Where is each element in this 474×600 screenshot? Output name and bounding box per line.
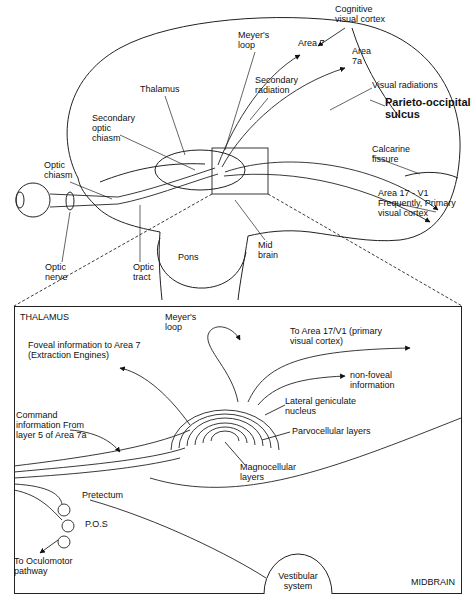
label-text: To Oculomotor pathway [14, 556, 74, 576]
line-art [265, 405, 285, 415]
line-art [165, 96, 185, 155]
line-art [62, 520, 74, 532]
line-art [120, 368, 190, 425]
line-art [203, 427, 247, 443]
line-art [370, 100, 385, 106]
line-art [150, 418, 461, 487]
label-text: To Area 17/V1 (primary visual cortex) [290, 326, 405, 346]
label-text: Secondary radiation [255, 75, 305, 95]
line-art [62, 212, 70, 262]
line-art [225, 442, 245, 465]
line-art [40, 540, 58, 553]
line-art [218, 55, 300, 165]
region-title: THALAMUS [20, 312, 69, 322]
line-art [14, 458, 180, 478]
line-art [330, 88, 372, 110]
label-text: Lateral geniculate nucleus [285, 396, 365, 416]
structure-dome: Vestibular system [263, 553, 333, 595]
brain-outline [67, 18, 460, 300]
line-art [248, 348, 410, 402]
line-art [405, 172, 458, 178]
line-art [120, 135, 195, 170]
line-art [70, 182, 112, 199]
line-art [16, 183, 50, 217]
label-text: Area 17 - V1 Frequently, Primary visual … [378, 188, 470, 218]
line-art [238, 236, 248, 300]
label-text: Meyer's loop [165, 312, 205, 332]
label-text: Magnocellular layers [240, 462, 300, 482]
line-art [50, 204, 118, 207]
label-text: Area 7a [352, 46, 374, 66]
label-text: Parieto-occipital sulcus [385, 96, 473, 120]
label-text: Secondary optic chiasm [92, 113, 137, 143]
line-art [14, 484, 62, 504]
zoom-indicator [14, 148, 462, 306]
structure-name: Vestibular system [263, 571, 333, 591]
region-title: MIDBRAIN [411, 577, 455, 587]
line-art [211, 431, 239, 441]
label-text: Parvocellular layers [292, 426, 382, 436]
line-art [208, 327, 240, 402]
label-text: Foveal information to Area 7 (Extraction… [28, 340, 158, 360]
line-art [16, 192, 24, 208]
label-text: Command information From layer 5 of Area… [16, 410, 94, 440]
label-text: Optic nerve [45, 262, 80, 282]
line-art [262, 432, 290, 440]
label-text: Area 7 [298, 38, 338, 48]
line-art [225, 52, 255, 150]
line-art [100, 164, 205, 182]
label-text: Thalamus [140, 84, 190, 94]
line-art [250, 98, 268, 120]
line-art [157, 238, 246, 288]
label-text: Optic tract [133, 262, 168, 282]
line-art [222, 68, 345, 167]
line-art [90, 500, 266, 578]
line-art [171, 410, 279, 450]
label-text: Pretectum [82, 490, 142, 500]
dome-outline [264, 554, 332, 594]
label-text: Mid brain [258, 240, 286, 260]
label-text: P.O.S [85, 519, 125, 529]
line-art [58, 536, 70, 548]
eye [16, 183, 74, 217]
label-text: Meyer's loop [238, 30, 278, 50]
line-art [179, 414, 271, 448]
line-art [212, 148, 268, 194]
line-art [14, 194, 212, 306]
line-art [235, 200, 265, 240]
line-art [187, 418, 263, 446]
line-art [14, 448, 185, 472]
line-art [195, 423, 255, 445]
line-art [140, 205, 141, 262]
label-text: Pons [178, 252, 208, 262]
label-text: Calcarine fissure [372, 144, 417, 164]
inset-art [14, 327, 461, 578]
line-art [268, 194, 462, 306]
label-text: Cognitive visual cortex [335, 4, 395, 24]
label-text: non-foveal information [350, 370, 410, 390]
line-art [50, 194, 118, 197]
label-text: Optic chiasm [44, 160, 84, 180]
line-art [14, 490, 62, 520]
label-text: Visual radiations [372, 80, 452, 90]
line-art [58, 504, 70, 516]
line-art [118, 168, 215, 197]
